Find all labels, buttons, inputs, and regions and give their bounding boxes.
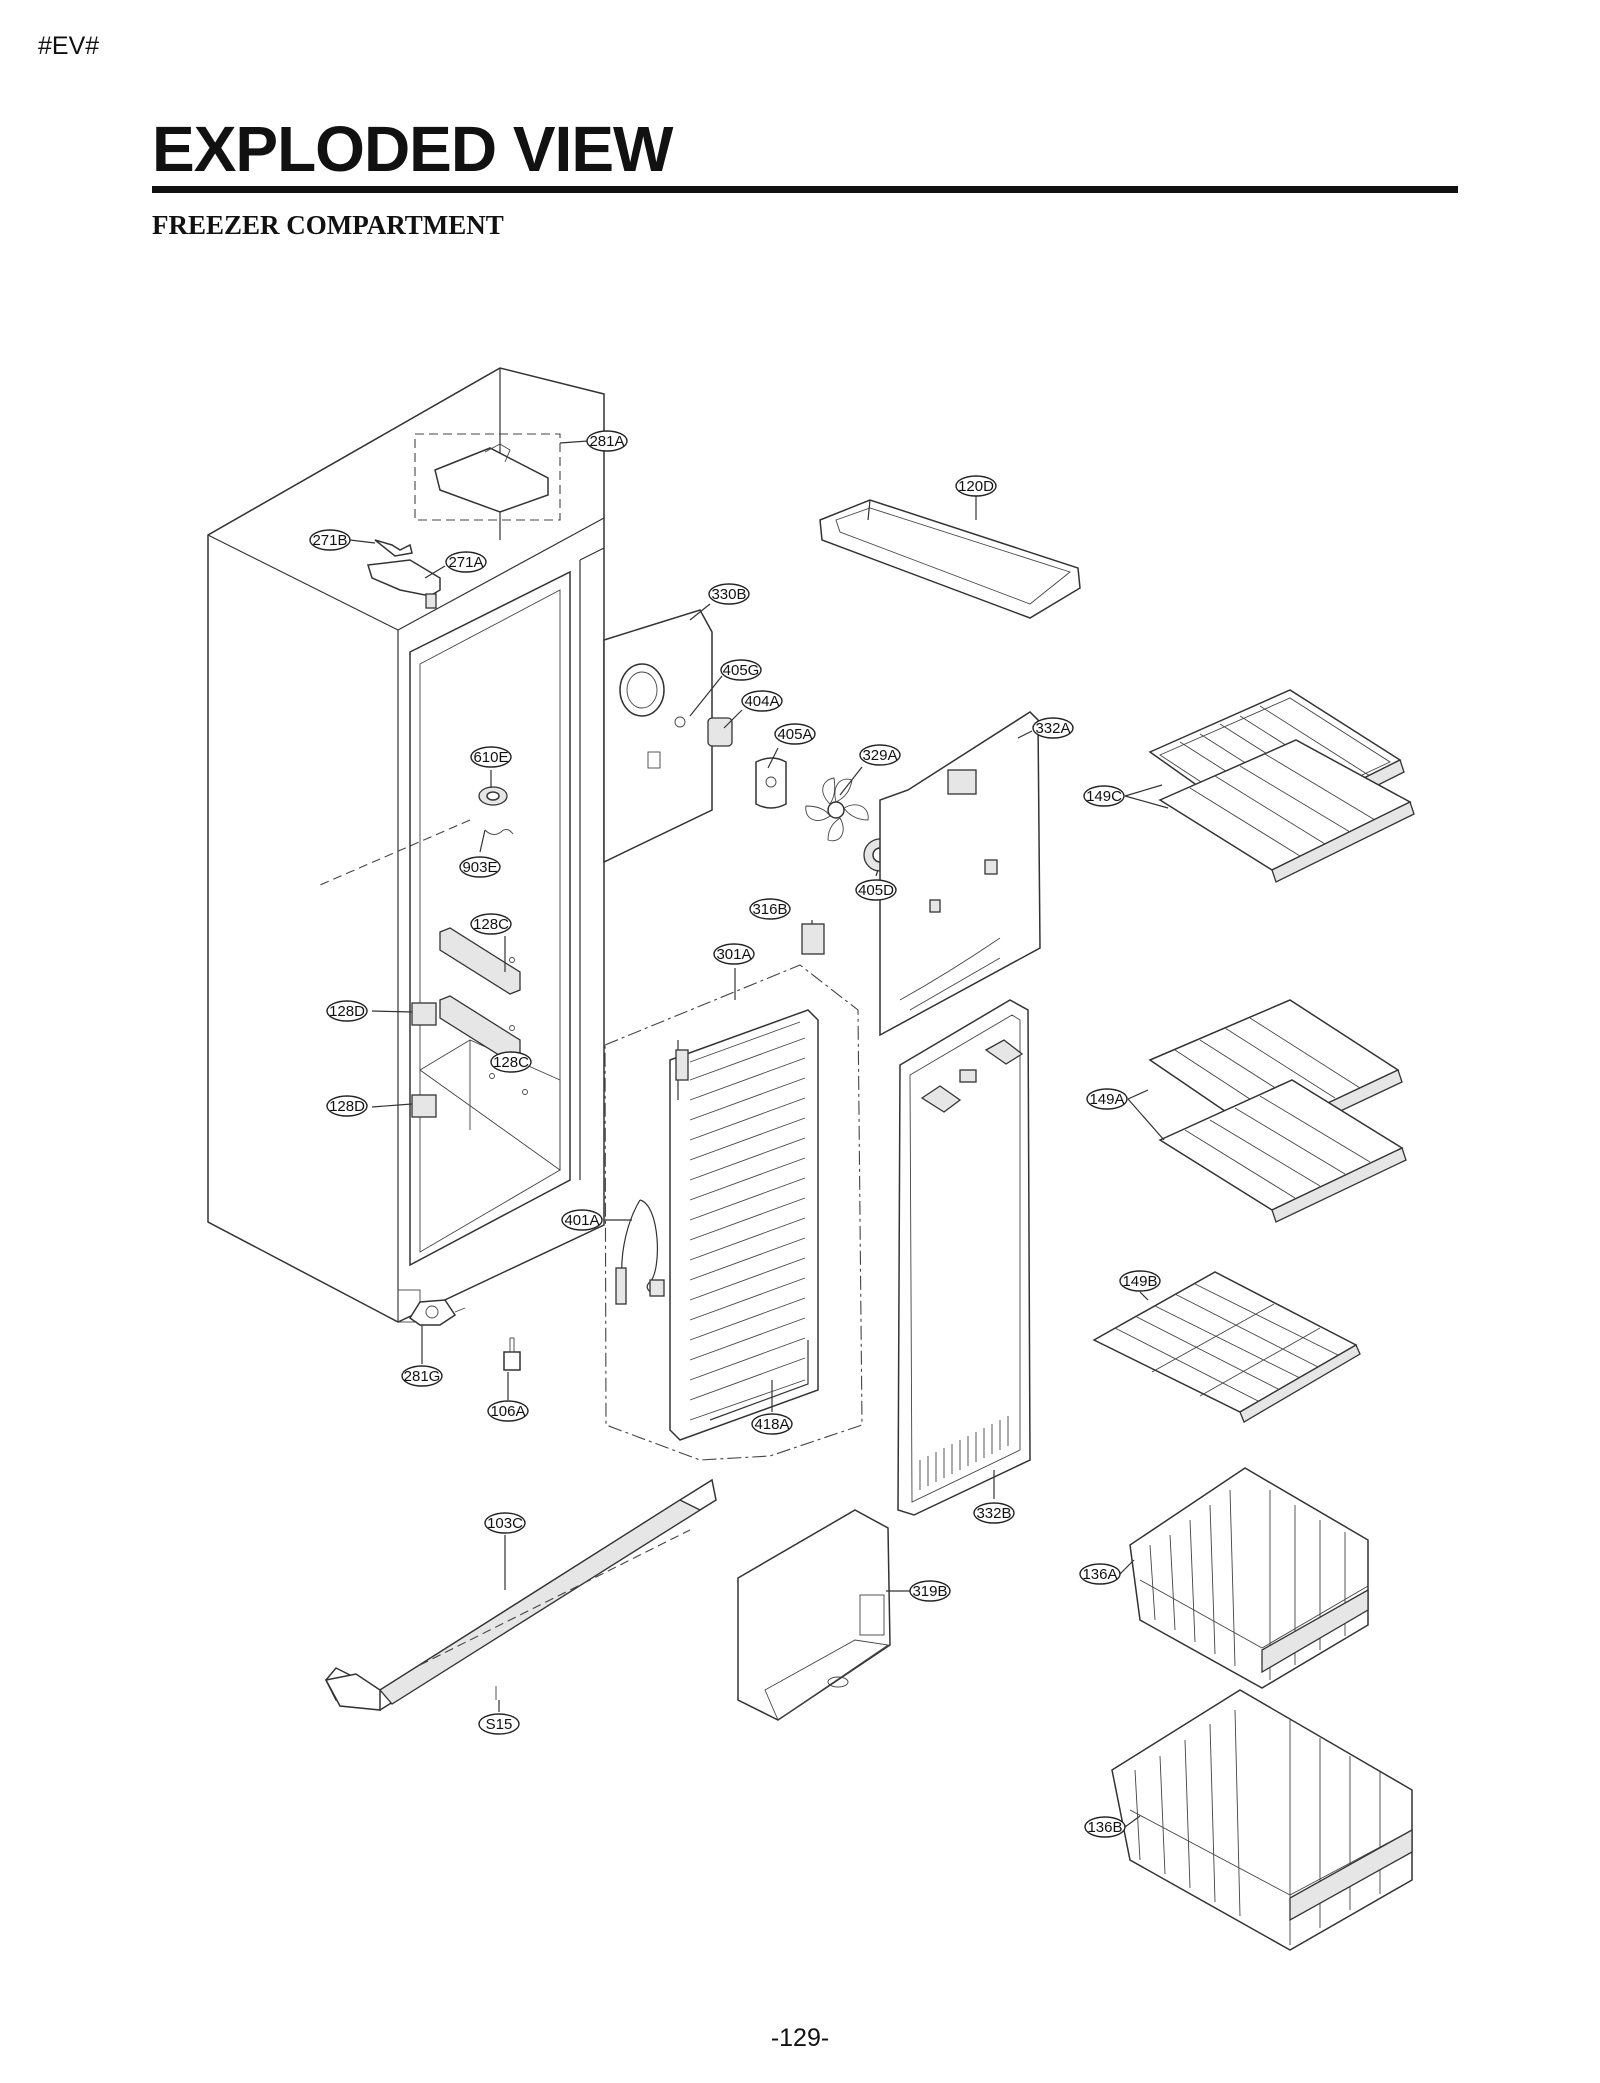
part-319b-box — [737, 1509, 891, 1721]
callout-label: 128C — [493, 1054, 529, 1071]
part-610e-903e — [319, 786, 514, 886]
part-136a-basket — [1129, 1467, 1369, 1689]
callout-128c-upper: 128C — [470, 913, 512, 935]
callout-label: 149A — [1089, 1091, 1124, 1108]
callout-label: 149C — [1086, 788, 1122, 805]
callout-label: 903E — [462, 859, 497, 876]
callout-281g: 281G — [401, 1365, 443, 1387]
page-title: EXPLODED VIEW — [152, 113, 673, 185]
callout-label: 405A — [777, 726, 812, 743]
freezer-cabinet — [207, 367, 605, 1323]
part-316b-block — [801, 923, 825, 955]
callout-label: 418A — [754, 1416, 789, 1433]
callout-label: 128D — [329, 1003, 365, 1020]
part-128-rails — [411, 927, 528, 1118]
callout-label: 301A — [716, 946, 751, 963]
callout-label: 106A — [490, 1403, 525, 1420]
callout-106a: 106A — [487, 1400, 529, 1422]
part-281g-106a — [408, 1299, 521, 1371]
part-329a-fan-blade — [805, 777, 869, 842]
callout-405d: 405D — [855, 879, 897, 901]
callout-label: 404A — [744, 693, 779, 710]
part-281a-cover — [414, 433, 561, 521]
callout-332a: 332A — [1032, 717, 1074, 739]
part-404a-405a — [707, 717, 787, 809]
part-136b-basket — [1111, 1689, 1413, 1951]
callout-271b: 271B — [309, 529, 351, 551]
callout-128d-lower: 128D — [326, 1095, 368, 1117]
callout-label: 128C — [473, 916, 509, 933]
page-number: -129- — [770, 2024, 830, 2052]
part-149c-shelves — [1148, 689, 1415, 883]
part-301a-evaporator — [604, 964, 863, 1461]
callout-label: 136B — [1087, 1819, 1122, 1836]
callout-label: 610E — [473, 749, 508, 766]
callout-label: 329A — [862, 747, 897, 764]
title-rule — [152, 186, 1458, 193]
callout-label: 332A — [1035, 720, 1070, 737]
callout-label: 281G — [404, 1368, 441, 1385]
callout-label: 405D — [858, 882, 894, 899]
callout-149b: 149B — [1119, 1270, 1161, 1292]
callout-405a: 405A — [774, 723, 816, 745]
callout-label: 319B — [912, 1583, 947, 1600]
callout-label: 281A — [589, 433, 624, 450]
callout-330b: 330B — [708, 583, 750, 605]
part-149b-shelf — [1092, 1271, 1361, 1423]
callout-128d-upper: 128D — [326, 1000, 368, 1022]
callout-332b: 332B — [973, 1502, 1015, 1524]
callout-610e: 610E — [470, 746, 512, 768]
page-code: #EV# — [38, 32, 100, 60]
callout-label: 128D — [329, 1098, 365, 1115]
callout-136a: 136A — [1079, 1563, 1121, 1585]
callout-label: 330B — [711, 586, 746, 603]
callout-149a: 149A — [1086, 1088, 1128, 1110]
callout-label: 136A — [1082, 1566, 1117, 1583]
callout-136b: 136B — [1084, 1816, 1126, 1838]
part-103c-lower-rail — [324, 1478, 717, 1711]
leader-lines — [349, 440, 1169, 1828]
callout-404a: 404A — [741, 690, 783, 712]
page-subtitle: FREEZER COMPARTMENT — [152, 210, 504, 240]
callout-label: 149B — [1122, 1273, 1157, 1290]
callout-418a: 418A — [751, 1413, 793, 1435]
callout-120d: 120D — [955, 475, 997, 497]
callout-329a: 329A — [859, 744, 901, 766]
callout-label: S15 — [486, 1716, 513, 1733]
part-332b-cover — [897, 999, 1031, 1516]
part-401a-heater-wire — [615, 1199, 665, 1305]
callout-label: 332B — [976, 1505, 1011, 1522]
callout-401a: 401A — [561, 1209, 603, 1231]
part-149a-shelves — [1148, 999, 1407, 1223]
callout-label: 316B — [752, 901, 787, 918]
callout-149c: 149C — [1083, 785, 1125, 807]
callout-label: 401A — [564, 1212, 599, 1229]
callout-label: 271A — [448, 554, 483, 571]
callout-405g: 405G — [720, 659, 762, 681]
part-271-hinges — [367, 539, 441, 609]
callout-903e: 903E — [459, 856, 501, 878]
callout-label: 103C — [487, 1515, 523, 1532]
part-120d-cover — [819, 499, 1081, 619]
callout-128c-lower: 128C — [490, 1051, 532, 1073]
callout-319b: 319B — [909, 1580, 951, 1602]
callout-label: 405G — [723, 662, 760, 679]
part-332a-panel — [879, 711, 1041, 1037]
callout-281a: 281A — [586, 430, 628, 452]
part-330b-shroud — [603, 609, 713, 864]
callout-label: 120D — [958, 478, 994, 495]
callout-103c: 103C — [484, 1512, 526, 1534]
callout-271a: 271A — [445, 551, 487, 573]
callout-s15: S15 — [478, 1713, 520, 1735]
callout-label: 271B — [312, 532, 347, 549]
callout-316b: 316B — [749, 898, 791, 920]
callout-301a: 301A — [713, 943, 755, 965]
